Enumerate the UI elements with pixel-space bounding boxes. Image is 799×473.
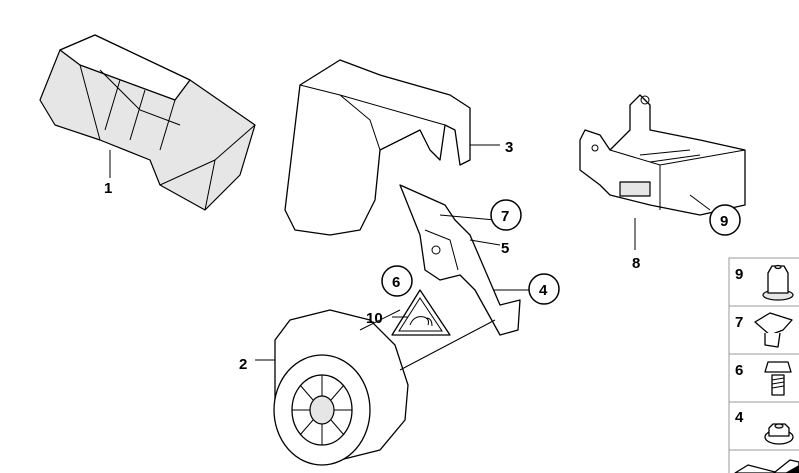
callout-1: 1 bbox=[104, 180, 112, 197]
callout-3: 3 bbox=[505, 139, 513, 156]
part-10-warning-label[interactable] bbox=[391, 289, 451, 336]
nut-cap-icon bbox=[774, 264, 782, 270]
callout-7-circle bbox=[490, 199, 522, 231]
callout-4-circle bbox=[528, 273, 560, 305]
legend-item-6[interactable]: 6 bbox=[728, 353, 799, 403]
shim-icon bbox=[734, 459, 799, 473]
legend-label-7: 7 bbox=[735, 314, 743, 331]
legend-item-9[interactable]: 9 bbox=[728, 257, 799, 307]
legend-label-6: 6 bbox=[735, 362, 743, 379]
callout-6: 6 bbox=[392, 274, 400, 291]
callout-9: 9 bbox=[720, 213, 728, 230]
legend-item-4[interactable]: 4 bbox=[728, 401, 799, 451]
part-5-bracket[interactable] bbox=[399, 184, 530, 336]
part-8-module[interactable] bbox=[579, 94, 746, 250]
legend-item-shim[interactable] bbox=[728, 449, 799, 473]
callout-10: 10 bbox=[366, 310, 383, 327]
hex-nut-icon bbox=[768, 423, 790, 437]
callout-6-circle bbox=[381, 265, 413, 297]
legend-label-4: 4 bbox=[735, 409, 744, 426]
callout-7: 7 bbox=[501, 208, 509, 225]
part-2-horn[interactable] bbox=[255, 309, 496, 466]
part-1-control-unit[interactable] bbox=[39, 34, 256, 211]
clip-nut-icon bbox=[754, 312, 793, 336]
legend-label-9: 9 bbox=[735, 266, 743, 283]
part-3-cover[interactable] bbox=[284, 59, 500, 236]
callout-9-circle bbox=[709, 204, 741, 236]
callout-4: 4 bbox=[539, 282, 548, 299]
callout-5: 5 bbox=[501, 240, 509, 257]
callout-2: 2 bbox=[239, 356, 247, 373]
callout-8: 8 bbox=[632, 255, 640, 272]
legend-item-7[interactable]: 7 bbox=[728, 305, 799, 355]
